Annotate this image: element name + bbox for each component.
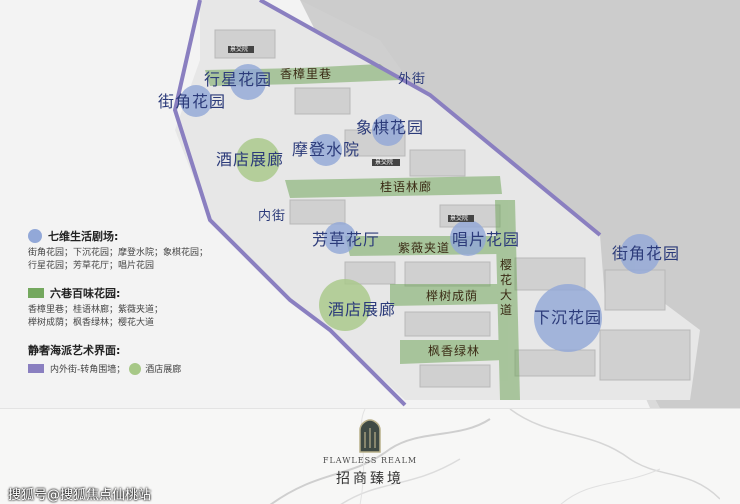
gallery-swatch-icon <box>129 362 142 375</box>
lane-label-ziwei: 紫薇夹道 <box>398 241 451 255</box>
boundary-swatch-icon <box>28 364 44 373</box>
building-tag: 景交院 <box>230 46 249 53</box>
inner-street-boundary <box>172 0 407 407</box>
theater-label-fangcao: 芳草花厅 <box>312 230 381 249</box>
source-watermark: 搜狐号@搜狐焦点仙桃站 <box>8 488 152 503</box>
gallery-markers <box>228 46 474 222</box>
hotel-gallery-circle <box>319 279 371 331</box>
lane-label-xiangzhang: 香樟里巷 <box>280 67 333 81</box>
legend-theater-desc: 街角花园；下沉花园；摩登水院；象棋花园；行星花园；芳草花厅；唱片花园 <box>28 248 209 271</box>
outer-street-boundary <box>259 0 602 237</box>
theater-label-chess: 象棋花园 <box>356 118 425 137</box>
legend-lane-heading: 六巷百味花园: <box>28 285 218 301</box>
outer-street-label: 外街 <box>398 72 427 87</box>
lane-label-guiyu: 桂语林廊 <box>380 180 433 194</box>
hotel-gallery-circle <box>236 138 280 182</box>
theater-label-sunken: 下沉花园 <box>534 308 603 327</box>
lane-label-cherry: 樱花大道 <box>500 258 514 317</box>
theater-swatch-icon <box>28 229 42 243</box>
theater-label-modern-water: 摩登水院 <box>292 140 361 159</box>
brand-name-en: FLAWLESS REALM <box>322 456 418 465</box>
theater-label-planet: 行星花园 <box>204 70 273 89</box>
marble-texture <box>269 409 720 504</box>
theater-label-corner-west: 街角花园 <box>158 92 227 111</box>
life-theater-circles <box>180 64 660 352</box>
theater-label-record: 唱片花园 <box>452 230 521 249</box>
lane-label-jushu: 榉树成荫 <box>426 289 479 303</box>
hotel-gallery-label-south: 酒店展廊 <box>328 300 397 319</box>
legend-theater-heading: 七维生活剧场: <box>28 228 218 244</box>
legend-art-heading: 静奢海派艺术界面: <box>28 344 121 357</box>
hotel-gallery-label-north: 酒店展廊 <box>216 150 285 169</box>
lane-label-fengxiang: 枫香绿林 <box>428 344 481 358</box>
lane-swatch-icon <box>28 288 44 298</box>
brand-logo-icon <box>359 419 381 453</box>
theater-label-corner-east: 街角花园 <box>612 244 681 263</box>
map-canvas <box>172 0 740 408</box>
brand-name-cn: 招商臻境 <box>336 471 404 487</box>
legend-art-items: 内外街-转角围墙； 酒店展廊 <box>28 362 218 375</box>
building-tag: 景交院 <box>375 159 394 166</box>
legend-lane-desc: 香樟里巷；桂语林廊；紫薇夹道；榉树成荫；枫香绿林；樱花大道 <box>28 305 164 328</box>
building-tag: 景交院 <box>450 215 469 222</box>
map-legend: 七维生活剧场: 街角花园；下沉花园；摩登水院；象棋花园；行星花园；芳草花厅；唱片… <box>28 220 218 375</box>
inner-street-label: 内街 <box>258 209 287 224</box>
